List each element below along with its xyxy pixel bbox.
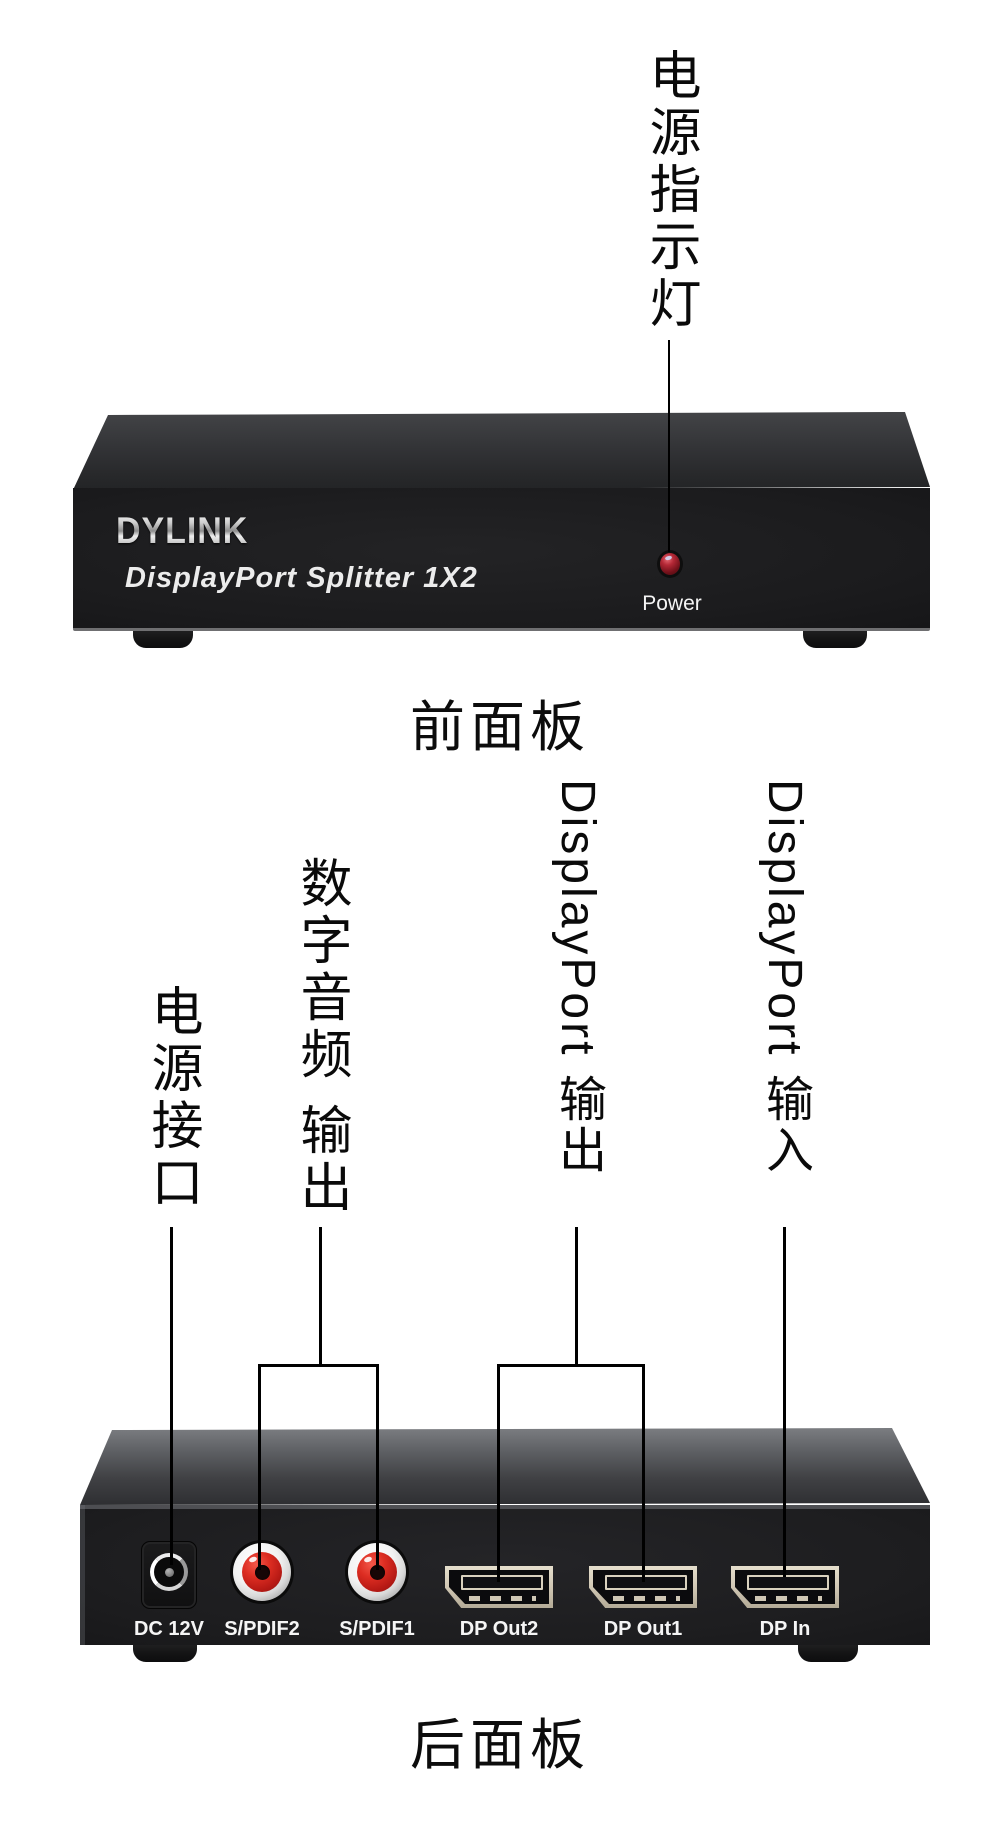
- rca-jack-hole: [254, 1564, 270, 1580]
- rca-jack-outer: [233, 1543, 291, 1601]
- power-led-label: Power: [642, 592, 702, 615]
- displayport-pins: [754, 1595, 822, 1602]
- annotation-power-connector: 电源接口: [143, 984, 201, 1212]
- front-device-foot-right: [803, 626, 867, 648]
- leader-leg-dp-out2: [497, 1364, 500, 1582]
- rear-device-top-face: [80, 1428, 930, 1505]
- port-dc-12v: DC 12V: [114, 1538, 224, 1643]
- leader-stem-audio: [319, 1227, 322, 1367]
- displayport-slot: [461, 1575, 543, 1590]
- rca-jack-hole: [369, 1564, 385, 1580]
- port-label-spdif2: S/PDIF2: [224, 1618, 300, 1640]
- port-label-dp-out1: DP Out1: [603, 1618, 683, 1640]
- front-device-front-face: [73, 488, 930, 631]
- leader-bar-audio: [258, 1364, 379, 1367]
- displayport-pins: [612, 1595, 680, 1602]
- leader-leg-dp-out1: [642, 1364, 645, 1582]
- port-label-dp-out2: DP Out2: [459, 1618, 539, 1640]
- rear-panel-caption: 后面板: [409, 1714, 590, 1776]
- power-led: [660, 553, 680, 575]
- led-glint: [664, 555, 673, 561]
- port-label-dp-in: DP In: [759, 1618, 811, 1640]
- annotation-digital-audio-out: 数字音频 输出: [292, 856, 350, 1218]
- rca-jack-red-ring: [357, 1552, 397, 1592]
- model-name: DisplayPort Splitter 1X2: [125, 562, 478, 594]
- dc-jack-plate: [141, 1541, 197, 1609]
- front-device-top-face: [73, 412, 930, 490]
- leader-line-power-led: [668, 340, 670, 552]
- rca-jack-glint: [363, 1555, 373, 1564]
- leader-leg-spdif2: [258, 1364, 261, 1570]
- leader-line-dc: [170, 1227, 173, 1565]
- displayport-slot: [605, 1575, 687, 1590]
- displayport-slot: [747, 1575, 829, 1590]
- leader-stem-dp-out: [575, 1227, 578, 1367]
- rear-device-foot-left: [133, 1640, 197, 1662]
- front-device-foot-left: [133, 626, 193, 648]
- rca-jack-glint: [248, 1555, 258, 1564]
- dc-jack-pin: [164, 1567, 174, 1577]
- leader-bar-dp-out: [497, 1364, 645, 1367]
- leader-leg-spdif1: [376, 1364, 379, 1570]
- annotation-displayport-in: DisplayPort 输入: [758, 779, 811, 1176]
- leader-line-dp-in: [783, 1227, 786, 1577]
- front-panel-caption: 前面板: [409, 696, 590, 758]
- rca-jack-red-ring: [242, 1552, 282, 1592]
- port-label-spdif1: S/PDIF1: [339, 1618, 415, 1640]
- annotation-power-indicator: 电源指示灯: [641, 48, 699, 333]
- annotation-displayport-out: DisplayPort 输出: [551, 779, 604, 1176]
- rear-device-foot-right: [798, 1640, 858, 1662]
- port-spdif2: S/PDIF2: [207, 1538, 317, 1643]
- displayport-pins: [468, 1595, 536, 1602]
- brand-logo: DYLINK: [116, 510, 249, 551]
- dc-jack-hole: [150, 1553, 188, 1591]
- port-label-dc: DC 12V: [133, 1618, 205, 1640]
